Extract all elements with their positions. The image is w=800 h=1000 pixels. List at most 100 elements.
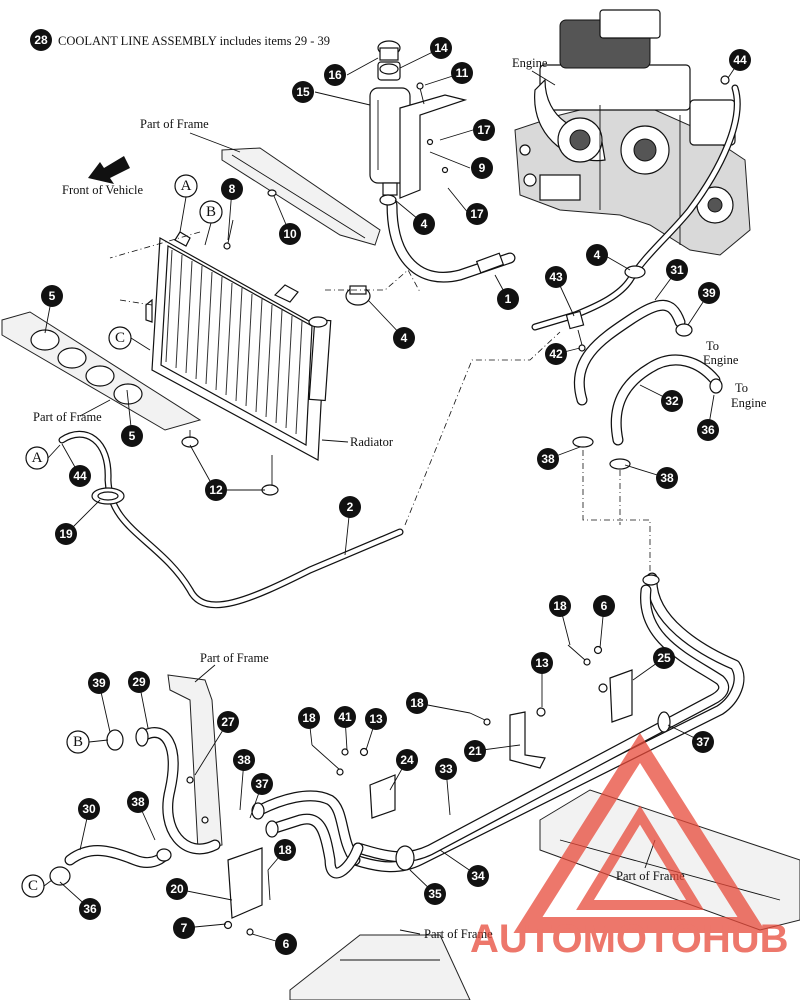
callout-13b: 13 bbox=[365, 708, 387, 730]
callout-10: 10 bbox=[279, 223, 301, 245]
svg-text:15: 15 bbox=[296, 85, 310, 99]
svg-text:36: 36 bbox=[83, 902, 97, 916]
callout-38a: 38 bbox=[537, 448, 559, 470]
svg-text:21: 21 bbox=[468, 744, 482, 758]
callout-41: 41 bbox=[334, 706, 356, 728]
callout-9: 9 bbox=[471, 157, 493, 179]
svg-text:41: 41 bbox=[338, 710, 352, 724]
to-engine-2-label-a: To bbox=[735, 381, 748, 395]
svg-text:1: 1 bbox=[505, 292, 512, 306]
part-of-frame-mid-label: Part of Frame bbox=[200, 651, 269, 665]
callout-37a: 37 bbox=[692, 731, 714, 753]
callout-4c: 4 bbox=[586, 244, 608, 266]
watermark-text: AUTOMOTOHUB bbox=[470, 917, 789, 961]
frame-bottom bbox=[289, 934, 471, 1000]
callout-38d: 38 bbox=[127, 791, 149, 813]
callout-44b: 44 bbox=[729, 49, 751, 71]
callout-18a: 18 bbox=[549, 595, 571, 617]
svg-text:18: 18 bbox=[302, 711, 316, 725]
callout-39a: 39 bbox=[698, 282, 720, 304]
to-engine-1-label-a: To bbox=[706, 339, 719, 353]
callout-16: 16 bbox=[324, 64, 346, 86]
callout-24: 24 bbox=[396, 749, 418, 771]
letter-marker-b-bottom: B bbox=[66, 730, 90, 754]
callout-7: 7 bbox=[173, 917, 195, 939]
callout-19: 19 bbox=[55, 523, 77, 545]
callout-18c: 18 bbox=[406, 692, 428, 714]
callout-29: 29 bbox=[128, 671, 150, 693]
letter-marker-c-top: C bbox=[108, 326, 132, 350]
callout-14: 14 bbox=[430, 37, 452, 59]
svg-text:19: 19 bbox=[59, 527, 73, 541]
to-engine-2-label-b: Engine bbox=[731, 396, 767, 410]
callout-27: 27 bbox=[217, 711, 239, 733]
svg-text:2: 2 bbox=[347, 500, 354, 514]
callout-34: 34 bbox=[467, 865, 489, 887]
callout-1: 1 bbox=[497, 288, 519, 310]
front-of-vehicle-label: Front of Vehicle bbox=[62, 183, 143, 197]
callout-4b: 4 bbox=[393, 327, 415, 349]
part-of-frame-right-label: Part of Frame bbox=[616, 869, 685, 883]
callout-25: 25 bbox=[653, 647, 675, 669]
svg-text:B: B bbox=[73, 734, 83, 750]
letter-marker-a-left: A bbox=[25, 446, 49, 470]
svg-text:29: 29 bbox=[132, 675, 146, 689]
svg-text:A: A bbox=[32, 450, 43, 466]
svg-text:38: 38 bbox=[660, 471, 674, 485]
callout-title-number: 28 bbox=[34, 33, 48, 47]
svg-text:5: 5 bbox=[49, 289, 56, 303]
diagram-title: COOLANT LINE ASSEMBLY includes items 29 … bbox=[58, 34, 330, 48]
svg-text:20: 20 bbox=[170, 882, 184, 896]
svg-text:17: 17 bbox=[477, 123, 491, 137]
svg-text:12: 12 bbox=[209, 483, 223, 497]
svg-text:6: 6 bbox=[283, 937, 290, 951]
svg-text:A: A bbox=[181, 178, 192, 194]
callout-20: 20 bbox=[166, 878, 188, 900]
svg-text:4: 4 bbox=[421, 217, 428, 231]
callout-17b: 17 bbox=[466, 203, 488, 225]
svg-text:C: C bbox=[28, 878, 38, 894]
letter-marker-b-top: B bbox=[199, 200, 223, 224]
callout-38c: 38 bbox=[233, 749, 255, 771]
callout-2: 2 bbox=[339, 496, 361, 518]
svg-text:36: 36 bbox=[701, 423, 715, 437]
svg-text:13: 13 bbox=[369, 712, 383, 726]
frame-top bbox=[221, 147, 381, 246]
callout-12: 12 bbox=[205, 479, 227, 501]
svg-text:38: 38 bbox=[541, 452, 555, 466]
svg-text:4: 4 bbox=[401, 331, 408, 345]
callout-18b: 18 bbox=[298, 707, 320, 729]
watermark-logo: AUTOMOTOHUB bbox=[470, 733, 789, 961]
callout-33: 33 bbox=[435, 758, 457, 780]
callout-6b: 6 bbox=[275, 933, 297, 955]
svg-text:39: 39 bbox=[92, 676, 106, 690]
callout-21: 21 bbox=[464, 740, 486, 762]
to-engine-1-label-b: Engine bbox=[703, 353, 739, 367]
callout-15: 15 bbox=[292, 81, 314, 103]
svg-text:11: 11 bbox=[456, 66, 469, 80]
svg-text:30: 30 bbox=[82, 802, 96, 816]
svg-text:8: 8 bbox=[229, 182, 236, 196]
callout-44a: 44 bbox=[69, 465, 91, 487]
callout-43: 43 bbox=[545, 266, 567, 288]
svg-text:42: 42 bbox=[549, 347, 563, 361]
callout-35: 35 bbox=[424, 883, 446, 905]
callout-4a: 4 bbox=[413, 213, 435, 235]
svg-text:9: 9 bbox=[479, 161, 486, 175]
svg-text:38: 38 bbox=[131, 795, 145, 809]
part-of-frame-top-label: Part of Frame bbox=[140, 117, 209, 131]
callout-30: 30 bbox=[78, 798, 100, 820]
svg-text:24: 24 bbox=[400, 753, 414, 767]
svg-text:14: 14 bbox=[434, 41, 448, 55]
callout-title: 28 bbox=[30, 29, 52, 51]
callout-11: 11 bbox=[451, 62, 473, 84]
svg-text:10: 10 bbox=[283, 227, 297, 241]
callout-42: 42 bbox=[545, 343, 567, 365]
svg-text:25: 25 bbox=[657, 651, 671, 665]
svg-text:17: 17 bbox=[470, 207, 484, 221]
callout-31: 31 bbox=[666, 259, 688, 281]
svg-text:18: 18 bbox=[553, 599, 567, 613]
svg-text:44: 44 bbox=[733, 53, 747, 67]
svg-text:39: 39 bbox=[702, 286, 716, 300]
